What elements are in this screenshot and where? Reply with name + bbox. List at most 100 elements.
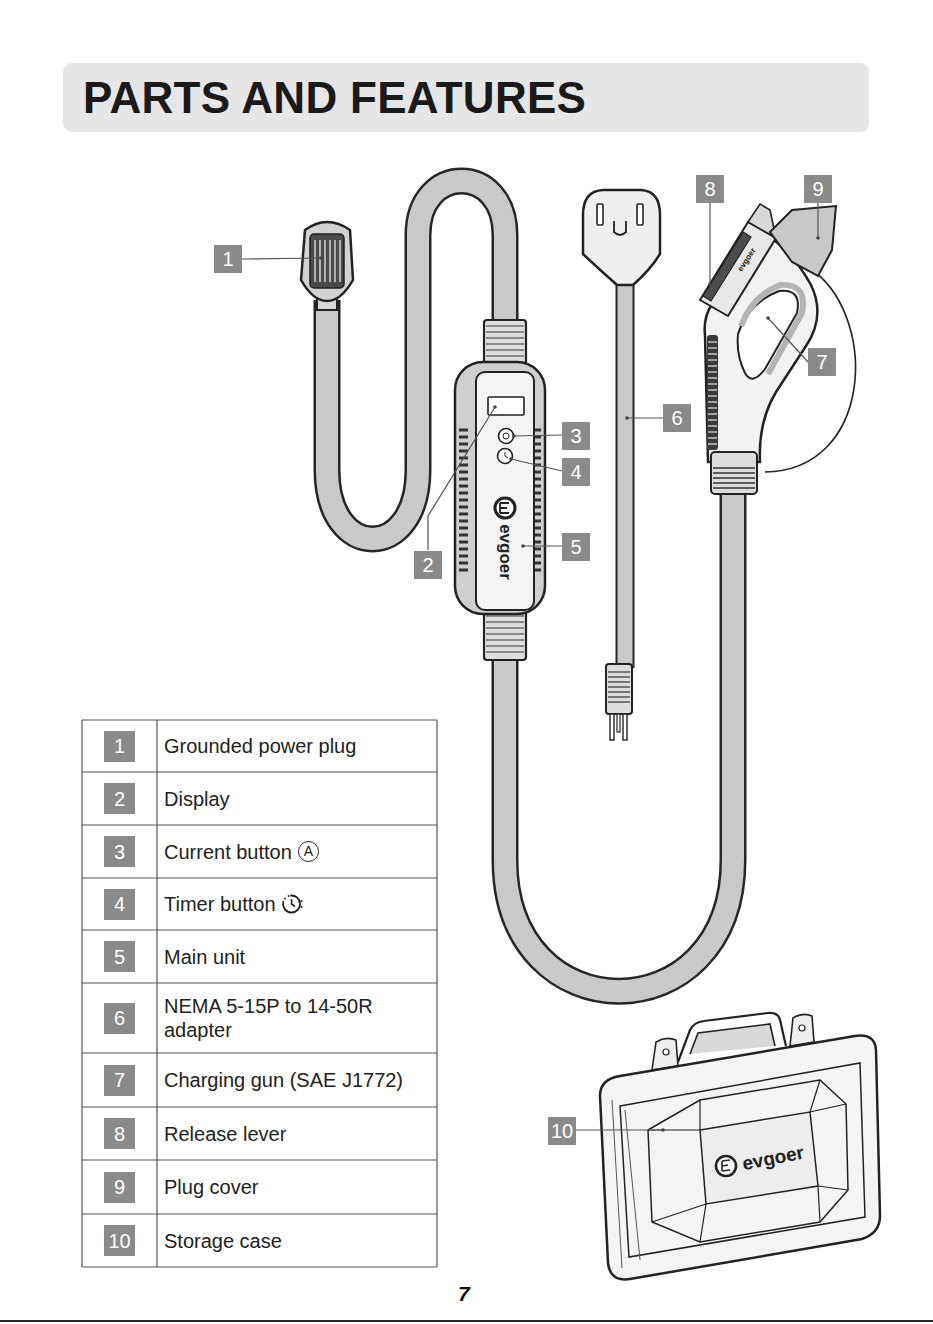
timer-icon [292, 899, 296, 907]
adapter [610, 714, 614, 740]
logo-box: evgoer [741, 1143, 806, 1174]
table-cell-box: Storage case [164, 1229, 426, 1253]
storage-case [799, 1025, 805, 1031]
main-unit-body [486, 639, 524, 640]
charging-gun [708, 365, 717, 366]
charging-gun [708, 342, 717, 444]
table-number: 6 [114, 1008, 125, 1028]
table-rule [82, 1106, 437, 1107]
leader-line [523, 545, 562, 546]
main-unit-body [486, 337, 524, 338]
adapter [606, 664, 632, 714]
main-unit-body [459, 541, 468, 544]
storage-case [600, 1013, 880, 1280]
number-box: 6 [104, 1003, 135, 1034]
table-cell-box: Plug cover [164, 1175, 426, 1199]
number-box: 3 [104, 836, 135, 867]
callout-number: 6 [671, 408, 682, 428]
main-unit-body [459, 548, 468, 551]
table-rule [82, 929, 437, 930]
leader-line [428, 407, 495, 550]
storage-case [722, 1160, 730, 1171]
main-unit-body [459, 429, 468, 432]
adapter [608, 676, 630, 677]
adapter [618, 283, 633, 668]
leader-line [627, 417, 663, 418]
main-unit-body [459, 492, 468, 495]
callout-box: 2 [414, 551, 442, 579]
table-number: 4 [114, 894, 125, 914]
adapter [608, 691, 630, 692]
main-unit-body [459, 499, 468, 502]
callout-number: 4 [570, 462, 581, 482]
timer-icon [284, 898, 286, 900]
table-number: 3 [114, 842, 125, 862]
callout-box: 3 [562, 422, 590, 450]
table-number: 2 [114, 789, 125, 809]
timer-icon [282, 895, 302, 912]
main-unit-body [459, 569, 468, 572]
leader-line [709, 202, 710, 284]
leader-line [319, 256, 323, 260]
main-unit-body [486, 325, 524, 326]
leader-line [521, 544, 525, 548]
power-plug [339, 240, 340, 282]
brand-logo: evgoer [496, 524, 515, 580]
main-unit-body [486, 331, 524, 332]
adapter [597, 204, 603, 225]
adapter [608, 686, 630, 687]
main-unit-body [505, 452, 508, 458]
page-number-box: 7 [458, 1283, 470, 1304]
charging-gun [708, 437, 717, 438]
leader-line [509, 457, 513, 461]
callout-box: 10 [548, 1117, 576, 1145]
charging-gun [708, 371, 717, 372]
timer-icon [301, 900, 303, 902]
main-unit-body [459, 471, 468, 474]
main-unit-body [503, 433, 509, 439]
charging-gun [708, 431, 717, 432]
callout-number: 2 [422, 555, 433, 575]
main-unit-body [486, 349, 524, 350]
callout-box: 1 [214, 245, 242, 273]
table-cell-box: Grounded power plug [164, 734, 426, 758]
charging-gun [713, 482, 755, 483]
main-unit-body [459, 478, 468, 481]
callout-box: 8 [696, 175, 724, 203]
adapter [614, 221, 626, 235]
charging-gun [708, 353, 717, 354]
charging-gun [711, 452, 757, 494]
main-unit-body [486, 627, 524, 628]
main-unit-body [459, 562, 468, 565]
charging-gun [708, 425, 717, 426]
adapter [608, 701, 630, 702]
table-number: 8 [114, 1124, 125, 1144]
main-unit-body [459, 527, 468, 530]
number-box: 4 [104, 889, 135, 920]
table-rule [82, 1159, 437, 1160]
table-cell: Grounded power plug [164, 735, 356, 757]
callout-number: 9 [812, 179, 823, 199]
adapter [623, 714, 627, 740]
main-unit-body [459, 513, 468, 516]
charging-gun [713, 468, 755, 488]
storage-case [612, 1100, 640, 1268]
charging-gun [713, 472, 755, 473]
number-box: 7 [104, 1065, 135, 1096]
timer-icon [282, 901, 284, 903]
page-title: PARTS AND FEATURES [83, 73, 586, 123]
current-button [499, 429, 514, 444]
storage-case [790, 1014, 814, 1046]
main-unit-body [486, 615, 524, 616]
main-unit-body [486, 633, 524, 634]
table-cell: Display [164, 788, 230, 810]
main-unit-body [486, 621, 524, 622]
table-rule [81, 720, 82, 1267]
main-unit-body [486, 343, 524, 344]
callout-number: 1 [222, 249, 233, 269]
table-rule [436, 720, 437, 1267]
leader-line [512, 434, 516, 438]
power-plug [319, 240, 320, 282]
leader-line [625, 416, 629, 420]
logo-box: evgoer [497, 524, 514, 580]
